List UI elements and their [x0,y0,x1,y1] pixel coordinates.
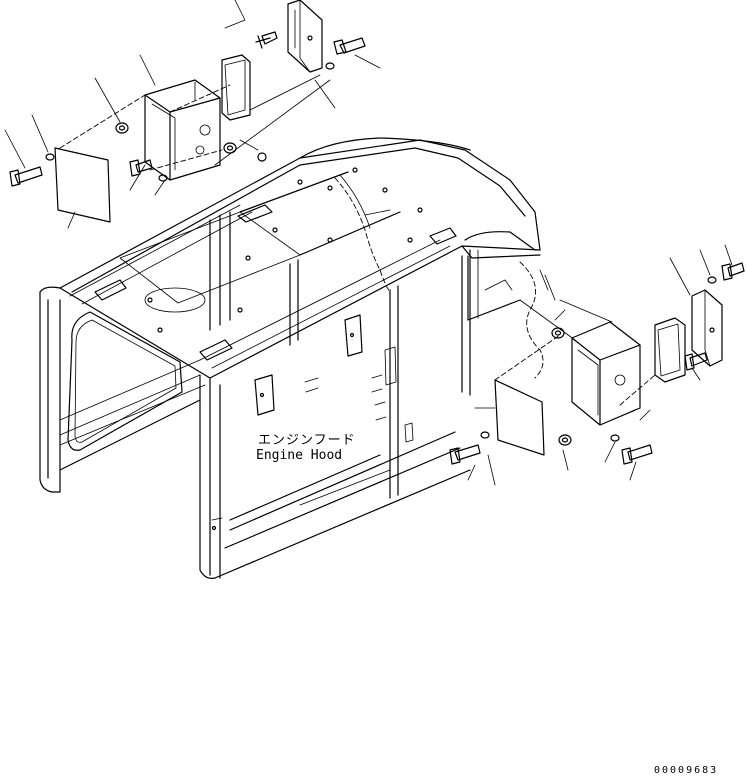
right-bolt-1 [721,262,745,281]
right-bolt-2 [684,352,708,371]
right-lamp-assembly [449,244,745,486]
caption-english: Engine Hood [256,448,343,463]
right-bolt-4 [621,444,653,465]
left-bolt-1 [255,31,278,49]
left-cover-plate [54,147,111,223]
caption-japanese: エンジンフード [258,433,356,448]
right-lamp-housing [571,321,641,426]
engine-hood-frame [39,137,541,579]
caption-leader [364,209,391,216]
left-lamp-assembly [4,0,381,229]
left-bolt-3 [129,159,153,177]
right-lamp-bracket [691,289,723,367]
left-lamp-lens [221,54,251,121]
right-cover-plate [494,379,545,456]
right-lamp-lens [654,317,686,383]
drawing-number: 00009683 [654,765,719,776]
left-bolt-2 [333,37,366,55]
right-bolt-3 [449,444,481,465]
left-bolt-4 [9,166,43,187]
left-lamp-bracket [287,0,323,73]
